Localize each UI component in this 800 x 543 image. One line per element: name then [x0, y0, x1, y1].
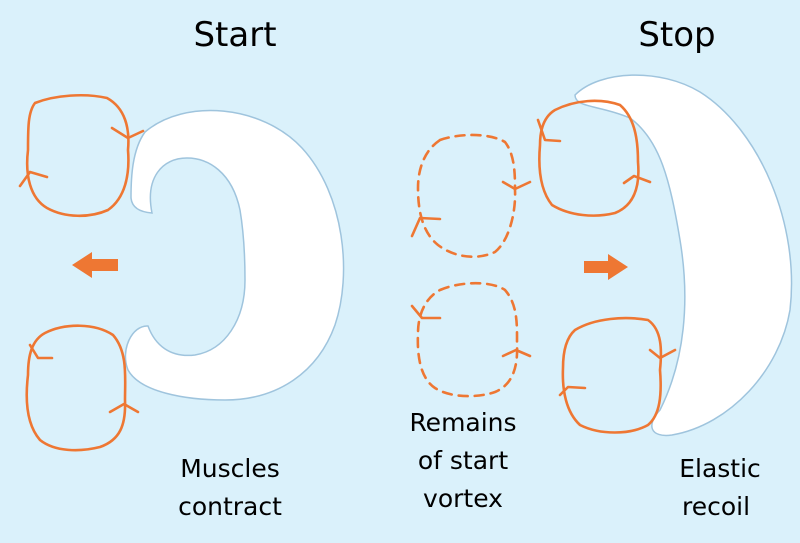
stop-title: Stop — [638, 15, 715, 55]
body-recoiled — [574, 74, 793, 437]
start-caption-line-2: contract — [178, 492, 282, 521]
right-thrust-arrow — [584, 254, 628, 280]
remains-vortex-top — [410, 133, 532, 259]
start-title: Start — [193, 15, 276, 55]
middle-caption-line-2: of start — [418, 446, 508, 475]
start-vortex-top — [18, 93, 145, 218]
stop-vortex-top — [536, 99, 652, 217]
start-caption-line-1: Muscles — [180, 454, 280, 483]
stop-caption-line-2: recoil — [682, 492, 750, 521]
left-thrust-arrow — [72, 252, 118, 278]
remains-vortex-bottom — [410, 281, 532, 398]
body-contracted — [124, 109, 345, 401]
middle-caption-line-1: Remains — [409, 408, 516, 437]
middle-caption-line-3: vortex — [423, 484, 503, 513]
start-vortex-bottom — [25, 324, 140, 452]
stop-vortex-bottom — [558, 316, 677, 434]
stop-caption-line-1: Elastic — [679, 454, 761, 483]
